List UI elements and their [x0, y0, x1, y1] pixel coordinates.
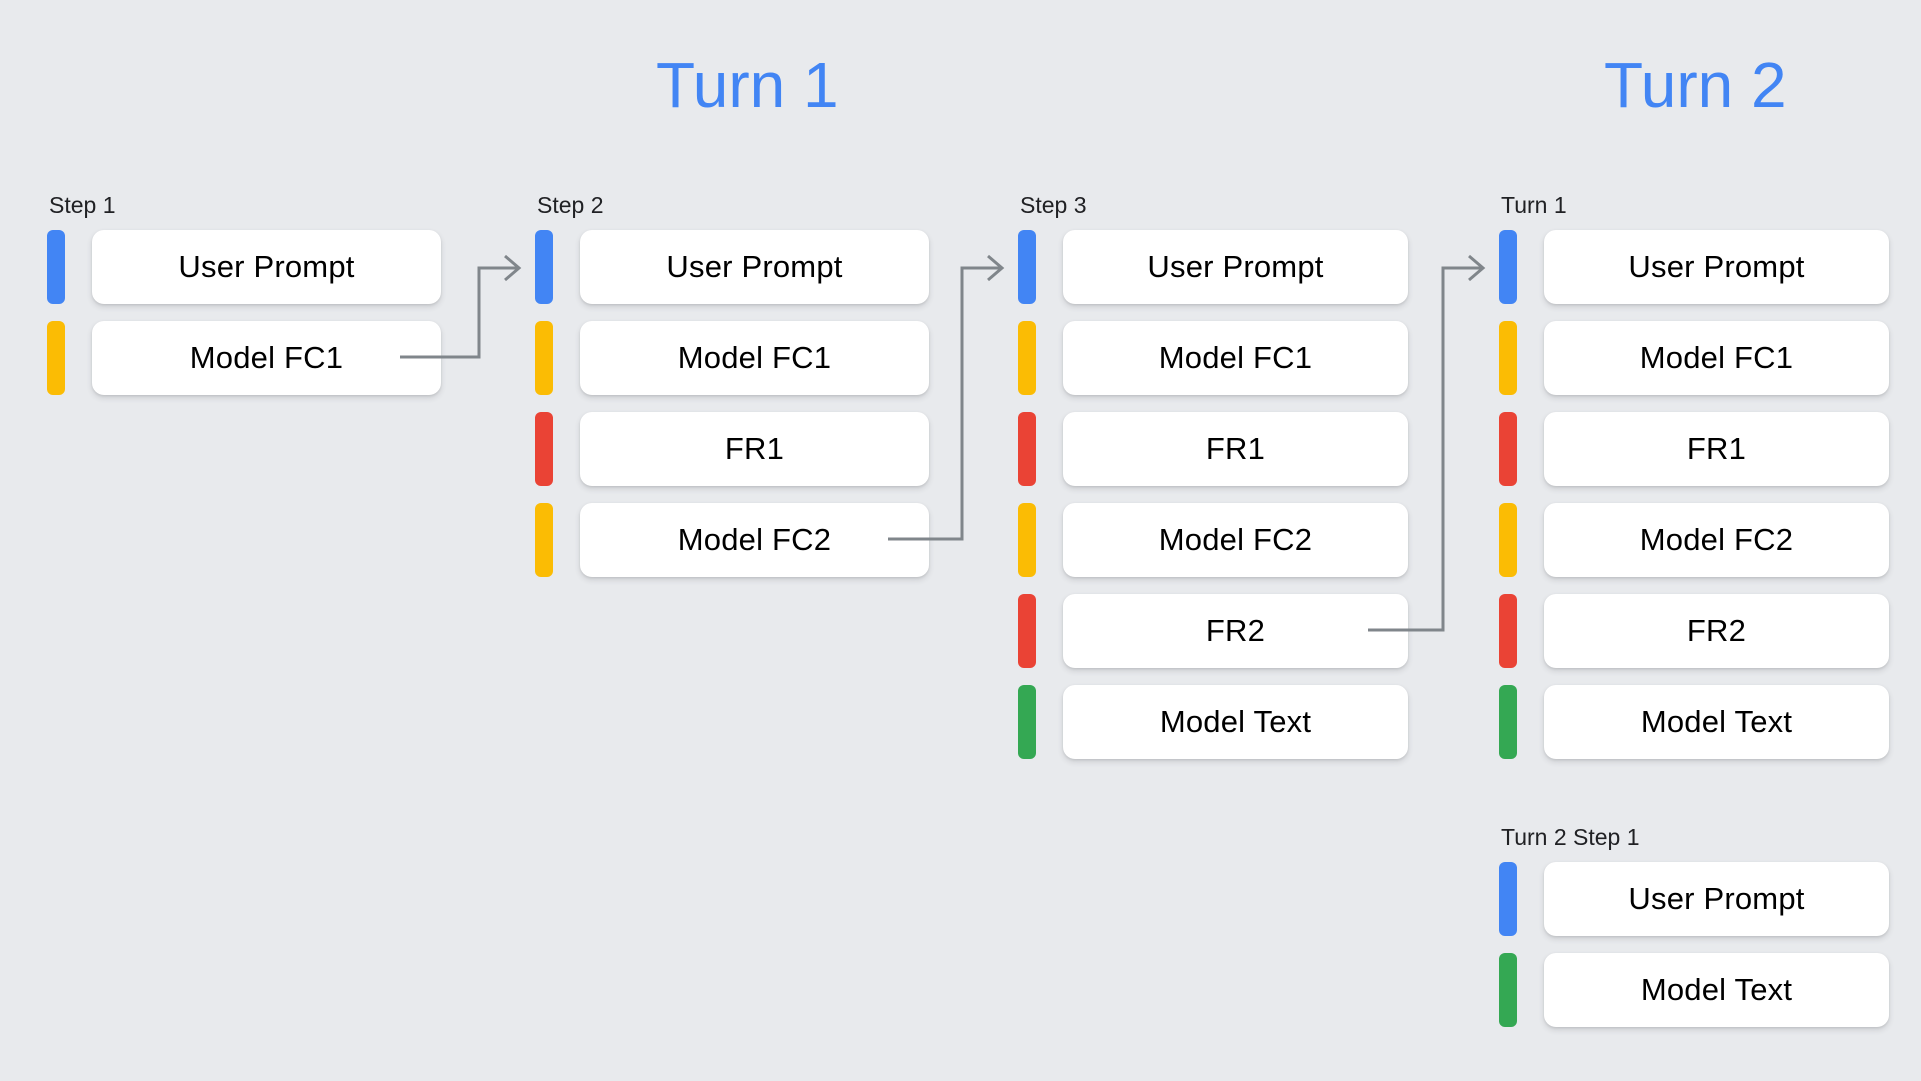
list-item[interactable]: User Prompt	[1499, 230, 1889, 304]
status-bar-yellow	[1018, 503, 1036, 577]
list-item[interactable]: FR2	[1018, 594, 1408, 668]
list-item[interactable]: User Prompt	[1499, 862, 1889, 936]
list-item[interactable]: Model FC2	[1018, 503, 1408, 577]
card-model-text[interactable]: Model Text	[1063, 685, 1408, 759]
list-item[interactable]: User Prompt	[535, 230, 929, 304]
status-bar-yellow	[1018, 321, 1036, 395]
status-bar-red	[1499, 412, 1517, 486]
list-item[interactable]: Model FC1	[47, 321, 441, 395]
turn-2-heading: Turn 2	[1604, 49, 1787, 121]
status-bar-blue	[1499, 230, 1517, 304]
card-user-prompt[interactable]: User Prompt	[1544, 862, 1889, 936]
status-bar-yellow	[1499, 503, 1517, 577]
list-item[interactable]: Model Text	[1499, 953, 1889, 1027]
list-item[interactable]: FR1	[1499, 412, 1889, 486]
group-label-turn-1: Turn 1	[1501, 192, 1567, 218]
list-item[interactable]: User Prompt	[47, 230, 441, 304]
status-bar-red	[1018, 594, 1036, 668]
list-item[interactable]: Model FC2	[1499, 503, 1889, 577]
card-model-text[interactable]: Model Text	[1544, 685, 1889, 759]
list-item[interactable]: Model FC1	[1018, 321, 1408, 395]
group-step-3: Step 3 User Prompt Model FC1 FR1 Model F…	[1018, 194, 1408, 759]
group-turn-2-step-1: Turn 2 Step 1 User Prompt Model Text	[1499, 826, 1889, 1027]
card-model-fc1[interactable]: Model FC1	[580, 321, 929, 395]
card-model-text[interactable]: Model Text	[1544, 953, 1889, 1027]
list-item[interactable]: Model FC1	[535, 321, 929, 395]
card-model-fc1[interactable]: Model FC1	[1063, 321, 1408, 395]
group-label-step-3: Step 3	[1020, 192, 1087, 218]
card-fr1[interactable]: FR1	[1063, 412, 1408, 486]
group-step-2: Step 2 User Prompt Model FC1 FR1 Model F…	[535, 194, 929, 577]
card-model-fc2[interactable]: Model FC2	[1063, 503, 1408, 577]
card-fr2[interactable]: FR2	[1063, 594, 1408, 668]
list-item[interactable]: User Prompt	[1018, 230, 1408, 304]
list-item[interactable]: Model FC2	[535, 503, 929, 577]
status-bar-blue	[1499, 862, 1517, 936]
status-bar-blue	[1018, 230, 1036, 304]
card-model-fc1[interactable]: Model FC1	[1544, 321, 1889, 395]
list-item[interactable]: FR1	[535, 412, 929, 486]
status-bar-blue	[47, 230, 65, 304]
turn-1-heading: Turn 1	[656, 49, 839, 121]
status-bar-red	[1018, 412, 1036, 486]
status-bar-yellow	[535, 321, 553, 395]
group-label-step-2: Step 2	[537, 192, 604, 218]
card-model-fc2[interactable]: Model FC2	[1544, 503, 1889, 577]
list-item[interactable]: Model Text	[1018, 685, 1408, 759]
status-bar-green	[1018, 685, 1036, 759]
status-bar-yellow	[47, 321, 65, 395]
status-bar-yellow	[535, 503, 553, 577]
card-fr1[interactable]: FR1	[1544, 412, 1889, 486]
card-model-fc1[interactable]: Model FC1	[92, 321, 441, 395]
group-label-step-1: Step 1	[49, 192, 116, 218]
list-item[interactable]: FR2	[1499, 594, 1889, 668]
card-user-prompt[interactable]: User Prompt	[1063, 230, 1408, 304]
group-label-turn-2-step-1: Turn 2 Step 1	[1501, 824, 1640, 850]
group-step-1: Step 1 User Prompt Model FC1	[47, 194, 441, 395]
status-bar-green	[1499, 953, 1517, 1027]
status-bar-blue	[535, 230, 553, 304]
card-user-prompt[interactable]: User Prompt	[1544, 230, 1889, 304]
card-user-prompt[interactable]: User Prompt	[580, 230, 929, 304]
status-bar-yellow	[1499, 321, 1517, 395]
list-item[interactable]: Model FC1	[1499, 321, 1889, 395]
card-model-fc2[interactable]: Model FC2	[580, 503, 929, 577]
list-item[interactable]: Model Text	[1499, 685, 1889, 759]
status-bar-red	[535, 412, 553, 486]
status-bar-green	[1499, 685, 1517, 759]
status-bar-red	[1499, 594, 1517, 668]
card-fr2[interactable]: FR2	[1544, 594, 1889, 668]
list-item[interactable]: FR1	[1018, 412, 1408, 486]
card-fr1[interactable]: FR1	[580, 412, 929, 486]
group-turn-1: Turn 1 User Prompt Model FC1 FR1 Model F…	[1499, 194, 1889, 759]
card-user-prompt[interactable]: User Prompt	[92, 230, 441, 304]
